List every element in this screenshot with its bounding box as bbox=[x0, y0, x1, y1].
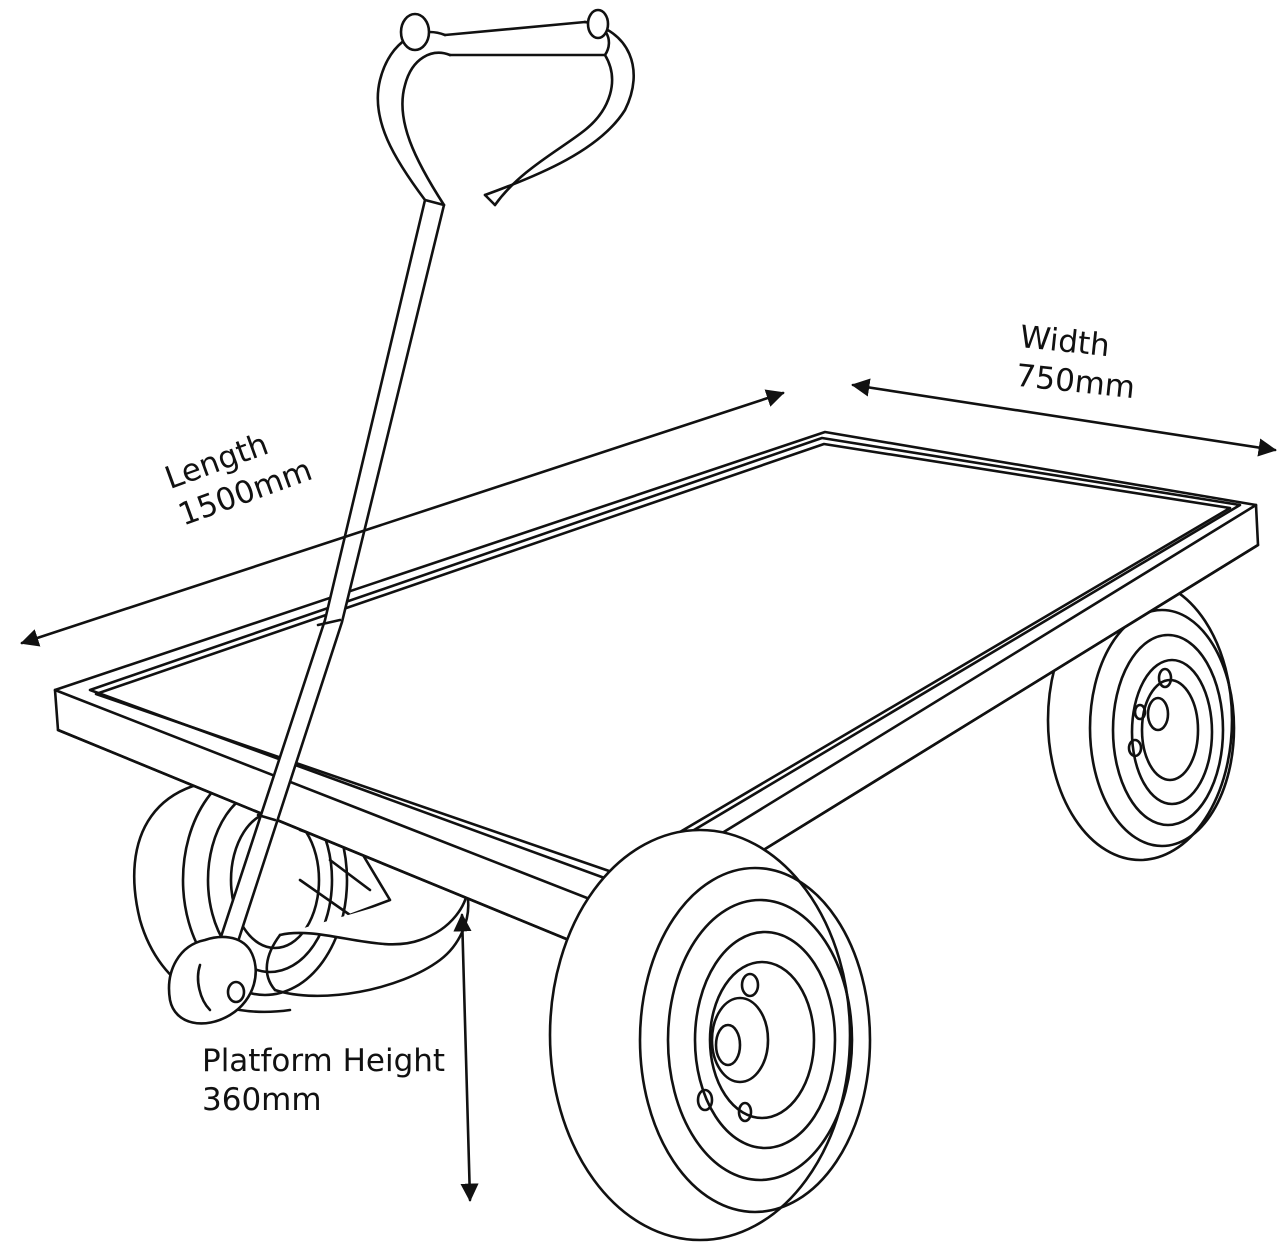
width-label: Width 750mm bbox=[1014, 318, 1141, 408]
front-right-wheel bbox=[550, 830, 870, 1240]
length-arrow bbox=[20, 389, 785, 647]
rear-wheel bbox=[1048, 580, 1234, 860]
platform-height-value: 360mm bbox=[202, 1081, 322, 1118]
platform-height-label: Platform Height 360mm bbox=[202, 1042, 445, 1120]
platform-height-name: Platform Height bbox=[202, 1043, 446, 1079]
height-arrow bbox=[453, 913, 479, 1202]
width-arrow bbox=[851, 378, 1277, 457]
